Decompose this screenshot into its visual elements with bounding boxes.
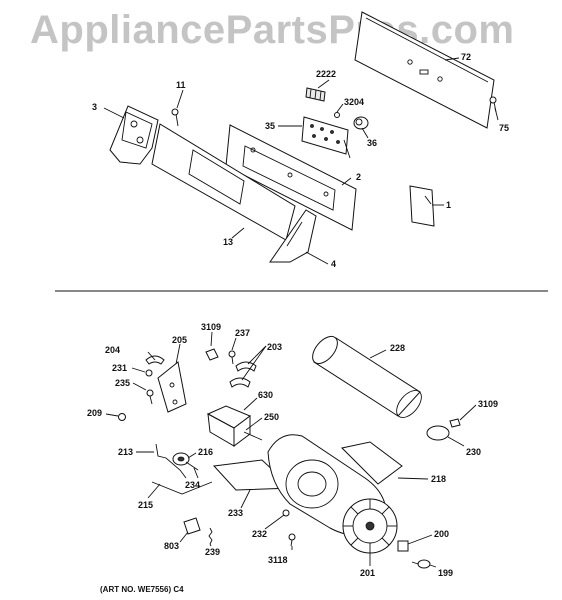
callout-216: 216 bbox=[198, 447, 213, 457]
callout-4: 4 bbox=[331, 259, 336, 269]
part-3118-screw[interactable] bbox=[288, 533, 296, 547]
part-200-bracket[interactable] bbox=[397, 540, 409, 552]
callout-250: 250 bbox=[264, 412, 279, 422]
callout-11: 11 bbox=[176, 80, 186, 90]
part-235-screw[interactable] bbox=[146, 389, 154, 405]
part-3109-clip-left[interactable] bbox=[205, 348, 219, 361]
part-230-thermostat[interactable] bbox=[426, 425, 450, 441]
art-number: (ART NO. WE7556) C4 bbox=[100, 585, 184, 594]
callout-200: 200 bbox=[434, 529, 449, 539]
part-35-control-board[interactable] bbox=[301, 116, 351, 159]
callout-35: 35 bbox=[265, 121, 275, 131]
callout-230: 230 bbox=[466, 447, 481, 457]
callout-72: 72 bbox=[461, 52, 471, 62]
callout-3109-left: 3109 bbox=[201, 322, 221, 332]
leaders-top bbox=[103, 57, 499, 265]
part-201-blower-wheel[interactable] bbox=[342, 498, 398, 554]
callout-231: 231 bbox=[112, 363, 127, 373]
callout-203: 203 bbox=[267, 342, 282, 352]
callout-13: 13 bbox=[223, 237, 233, 247]
part-1-label[interactable] bbox=[409, 185, 435, 227]
callout-803: 803 bbox=[164, 541, 179, 551]
part-209-nut[interactable] bbox=[118, 413, 126, 421]
part-237-screw[interactable] bbox=[228, 350, 236, 365]
part-215-rod[interactable] bbox=[151, 481, 213, 495]
leaders-bottom bbox=[105, 331, 477, 568]
callout-36: 36 bbox=[367, 138, 377, 148]
callout-199: 199 bbox=[438, 568, 453, 578]
callout-1: 1 bbox=[446, 200, 451, 210]
part-803-switch[interactable] bbox=[183, 517, 201, 535]
watermark: AppliancePartsPros.com bbox=[30, 8, 515, 52]
part-11-screw[interactable] bbox=[171, 108, 179, 127]
callout-218: 218 bbox=[431, 474, 446, 484]
callout-209: 209 bbox=[87, 408, 102, 418]
part-203-clamp-upper[interactable] bbox=[235, 361, 257, 372]
callout-3109-right: 3109 bbox=[478, 399, 498, 409]
part-3-end-cap[interactable] bbox=[109, 105, 159, 165]
part-2222-connector[interactable] bbox=[305, 87, 326, 102]
callout-3: 3 bbox=[92, 102, 97, 112]
part-232-screw[interactable] bbox=[282, 509, 290, 517]
callout-2222: 2222 bbox=[316, 69, 336, 79]
callout-205: 205 bbox=[172, 335, 187, 345]
callout-239: 239 bbox=[205, 547, 220, 557]
callout-labels: 72 2222 11 3204 3 35 75 36 2 1 13 4 3109… bbox=[87, 52, 509, 578]
callout-213: 213 bbox=[118, 447, 133, 457]
callout-234: 234 bbox=[185, 480, 200, 490]
callout-3118: 3118 bbox=[268, 555, 288, 565]
part-3204-clip[interactable] bbox=[334, 112, 340, 118]
part-72-back-panel[interactable] bbox=[354, 11, 495, 129]
callout-232: 232 bbox=[252, 529, 267, 539]
callout-75: 75 bbox=[499, 123, 509, 133]
callout-237: 237 bbox=[235, 328, 250, 338]
part-36-knob[interactable] bbox=[353, 116, 369, 130]
callout-2: 2 bbox=[356, 172, 361, 182]
callout-215: 215 bbox=[138, 500, 153, 510]
callout-204: 204 bbox=[105, 345, 120, 355]
part-228-duct[interactable] bbox=[308, 332, 426, 422]
part-4-end-cap[interactable] bbox=[269, 209, 317, 263]
part-203-clamp-lower[interactable] bbox=[229, 377, 251, 388]
part-2-control-frame[interactable] bbox=[225, 124, 357, 231]
callout-630: 630 bbox=[258, 390, 273, 400]
callout-233: 233 bbox=[228, 508, 243, 518]
part-239-spring[interactable] bbox=[208, 527, 213, 545]
part-250-motor[interactable] bbox=[243, 431, 263, 441]
part-234-arm[interactable] bbox=[185, 461, 199, 471]
part-213-harness[interactable] bbox=[155, 443, 187, 479]
callout-3204: 3204 bbox=[344, 97, 364, 107]
part-216-pulley[interactable] bbox=[172, 452, 190, 466]
part-231-screw[interactable] bbox=[145, 369, 153, 377]
part-205-bracket[interactable] bbox=[157, 361, 187, 413]
callout-201: 201 bbox=[360, 568, 375, 578]
callout-228: 228 bbox=[390, 343, 405, 353]
part-199-screw[interactable] bbox=[411, 559, 431, 569]
part-630-motor-switch[interactable] bbox=[206, 405, 251, 447]
callout-235: 235 bbox=[115, 378, 130, 388]
part-3109-clip-right[interactable] bbox=[449, 418, 461, 428]
